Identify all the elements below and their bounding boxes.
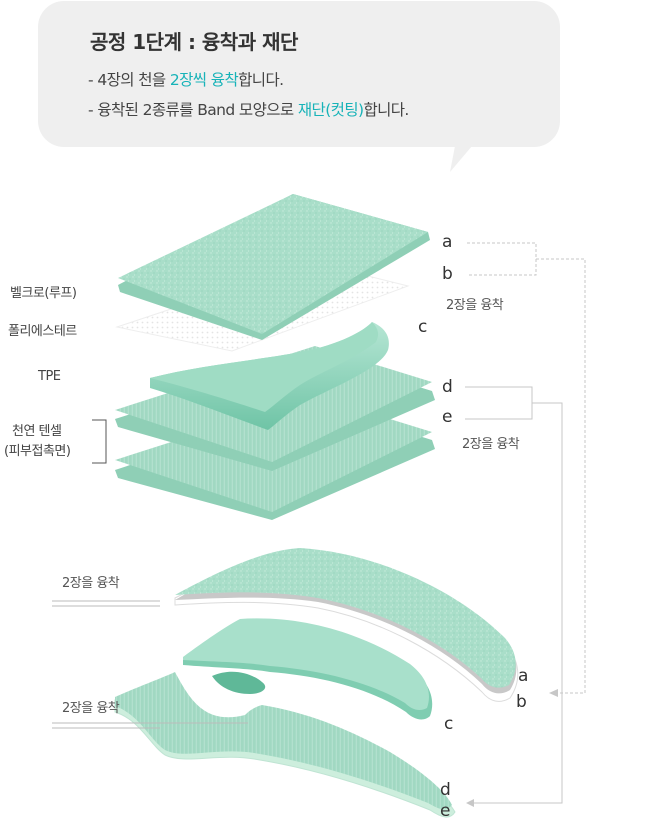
letter-a-band: a bbox=[518, 666, 528, 686]
letter-d-top: d bbox=[442, 377, 453, 397]
note-bottom-ab: 2장을 융착 bbox=[62, 572, 119, 591]
arrow-to-de bbox=[466, 799, 474, 807]
letter-d-band: d bbox=[440, 780, 451, 800]
letter-c-top: c bbox=[418, 317, 427, 337]
label-polyester: 폴리에스테르 bbox=[8, 320, 77, 339]
label-tencel-line1: 천연 텐셀 bbox=[12, 420, 61, 439]
letter-b-band: b bbox=[516, 692, 527, 712]
arrow-to-ab bbox=[549, 689, 558, 697]
letter-e-band: e bbox=[440, 801, 450, 821]
letter-b-top: b bbox=[442, 264, 453, 284]
label-tencel-line2: (피부접촉면) bbox=[4, 440, 70, 459]
note-ab-fuse: 2장을 융착 bbox=[446, 294, 503, 313]
label-velcro: 벨크로(루프) bbox=[10, 282, 76, 301]
letter-c-band: c bbox=[444, 714, 453, 734]
letter-e-top: e bbox=[442, 407, 452, 427]
note-bottom-de: 2장을 융착 bbox=[62, 697, 119, 716]
note-de-fuse: 2장을 융착 bbox=[462, 433, 519, 452]
label-tpe: TPE bbox=[38, 369, 61, 384]
letter-a-top: a bbox=[442, 232, 452, 252]
tencel-bracket bbox=[92, 420, 106, 463]
